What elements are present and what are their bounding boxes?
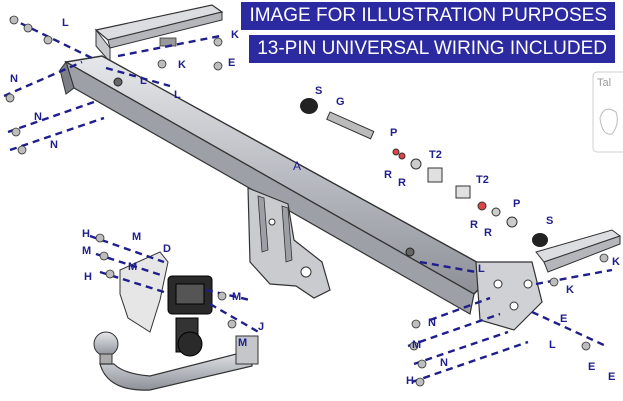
fastener-bolts [5, 15, 609, 387]
side-tab-label[interactable]: Tal [597, 77, 612, 89]
right-vehicle-bracket [475, 229, 622, 331]
callout-bolt-h-3: H [406, 375, 414, 387]
fixing-bolt-assembly [300, 98, 548, 247]
towball-neck [93, 331, 259, 391]
wiring-banner: 13-PIN UNIVERSAL WIRING INCLUDED [249, 35, 615, 63]
callout-washer-m-2: M [82, 245, 92, 257]
callout-washer-k-2: K [231, 29, 239, 41]
callout-washer-r-3: R [470, 219, 478, 231]
centre-drop-plate [247, 187, 331, 299]
callout-washer-l-4: L [478, 263, 485, 275]
callout-bolt-g: G [336, 96, 345, 108]
callout-washer-m-4: M [232, 291, 242, 303]
callout-washer-e-4: E [608, 371, 616, 383]
callout-bolt-s-lower: S [546, 215, 554, 227]
left-vehicle-bracket [94, 4, 224, 64]
callout-washer-k-3: K [566, 284, 574, 296]
callout-spacer-t2-right: T2 [476, 174, 489, 186]
callout-washer-e-2: E [560, 313, 568, 325]
callout-bolt-h-1: H [82, 228, 90, 240]
callout-washer-l-2: L [140, 75, 147, 87]
callout-washer-m-3: M [128, 261, 138, 273]
callout-nut-n-2: N [34, 111, 42, 123]
callout-washer-p-upper: P [390, 127, 398, 139]
callout-washer-r-4: R [484, 227, 492, 239]
callout-main-bar: A [293, 159, 302, 173]
callout-washer-m-5: M [238, 337, 248, 349]
callout-washer-e-3: E [588, 361, 596, 373]
callout-bolt-j: J [258, 321, 265, 333]
callout-washer-m-6: M [412, 339, 422, 351]
callout-nut-n-5: N [440, 357, 448, 369]
callout-bolt-s-upper: S [315, 85, 323, 97]
illustration-banner: IMAGE FOR ILLUSTRATION PURPOSES [241, 2, 615, 30]
callout-nut-n-4: N [428, 317, 436, 329]
callout-washer-k-1: K [178, 59, 186, 71]
callout-bolt-h-2: H [84, 271, 92, 283]
side-tab-panel[interactable] [592, 71, 623, 153]
callout-washer-e-1: E [228, 57, 236, 69]
callout-nut-n-1: N [10, 73, 18, 85]
callout-washer-l-1: L [62, 17, 69, 29]
callout-washer-l-3: L [174, 89, 181, 101]
callout-spacer-t2-left: T2 [429, 149, 442, 161]
callout-washer-p-lower: P [513, 198, 521, 210]
callout-washer-k-4: K [612, 256, 620, 268]
callout-socket-plate: D [163, 243, 171, 255]
callout-nut-n-3: N [50, 139, 58, 151]
callout-washer-l-5: L [549, 339, 556, 351]
socket-plate-assembly [119, 251, 213, 357]
guide-lines [3, 16, 613, 384]
callout-washer-r-2: R [398, 177, 406, 189]
callout-washer-m-1: M [132, 231, 142, 243]
callout-washer-r: R [384, 169, 392, 181]
